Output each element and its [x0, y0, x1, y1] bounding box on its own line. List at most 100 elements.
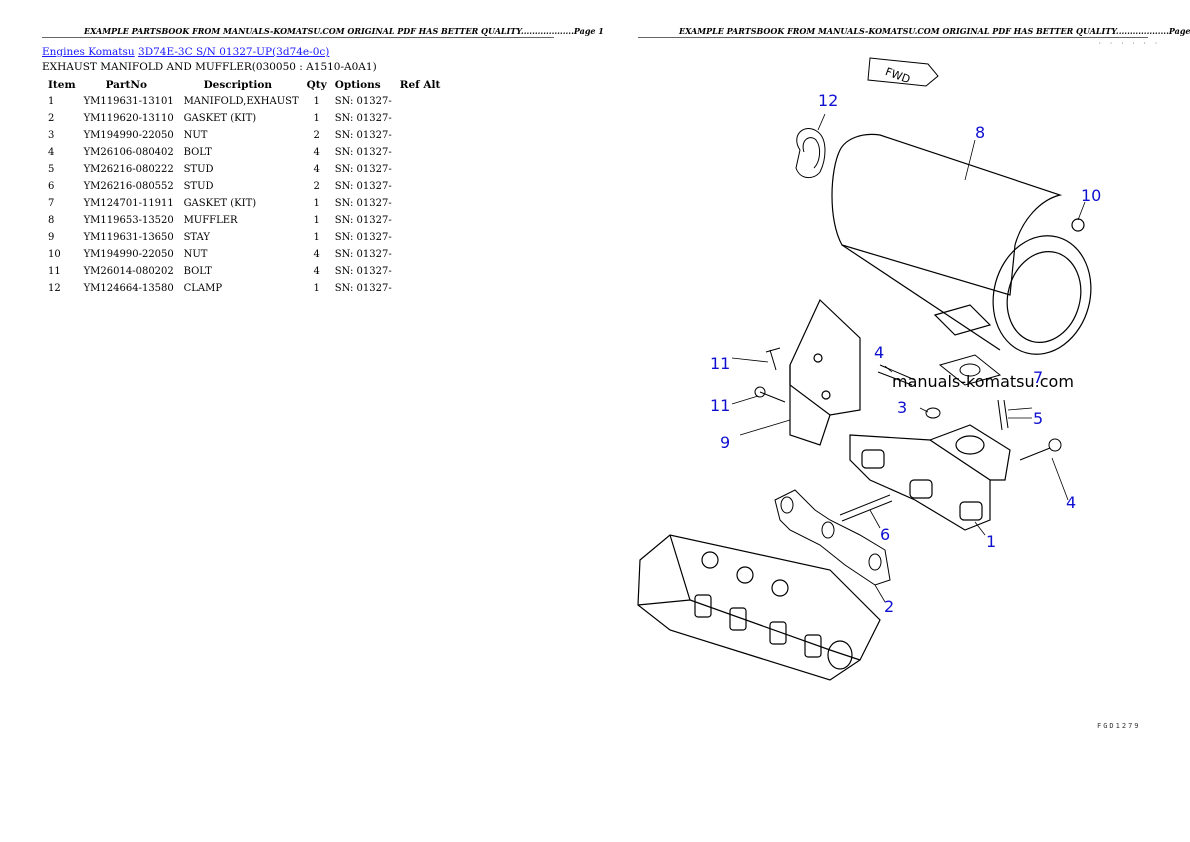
table-row: 1 YM119631-13101 MANIFOLD,EXHAUST 1 SN: 0132…	[44, 93, 444, 110]
breadcrumb: Engines Komatsu 3D74E-3C S/N 01327-UP(3d…	[42, 46, 329, 58]
col-refalt: Ref Alt	[399, 78, 441, 91]
page-code: FGD1279	[1097, 722, 1141, 730]
cell-partno: YM124701-11911	[83, 198, 174, 209]
leader-lines	[731, 113, 1086, 603]
col-partno: PartNo	[105, 78, 147, 91]
table-row: 10 YM194990-22050 NUT 4 SN: 01327-	[44, 246, 444, 263]
cell-description: STUD	[183, 181, 214, 192]
cell-options: SN: 01327-	[334, 181, 392, 192]
cell-options: SN: 01327-	[334, 266, 392, 277]
callout-5: 5	[1033, 409, 1043, 428]
fwd-arrow-icon: FWD	[867, 57, 939, 87]
cell-refalt	[396, 195, 445, 212]
cell-item: 2	[48, 113, 55, 124]
clamp-part	[795, 127, 826, 178]
cell-options: SN: 01327-	[334, 96, 392, 107]
stay-part	[789, 298, 861, 446]
cell-description: NUT	[183, 249, 208, 260]
cell-options: SN: 01327-	[334, 283, 392, 294]
cell-qty: 1	[313, 283, 320, 294]
cell-qty: 4	[313, 164, 320, 175]
cell-refalt	[396, 178, 445, 195]
page-header-2: EXAMPLE PARTSBOOK FROM MANUALS-KOMATSU.C…	[679, 26, 1190, 36]
header-divider-2	[638, 37, 1148, 38]
cell-item: 4	[48, 147, 55, 158]
table-row: 6 YM26216-080552 STUD 2 SN: 01327-	[44, 178, 444, 195]
cell-options: SN: 01327-	[334, 215, 392, 226]
cylinder-head-part	[637, 534, 881, 681]
exhaust-manifold-part	[849, 424, 1011, 531]
cell-refalt	[396, 212, 445, 229]
parts-table: Item PartNo Description Qty Options Ref …	[44, 76, 444, 297]
cell-options: SN: 01327-	[334, 249, 392, 260]
cell-partno: YM194990-22050	[83, 130, 174, 141]
cell-refalt	[396, 93, 445, 110]
callout-6: 6	[880, 525, 890, 544]
cell-item: 10	[48, 249, 61, 260]
callout-11b: 11	[710, 396, 730, 415]
cell-partno: YM26106-080402	[83, 147, 174, 158]
cell-options: SN: 01327-	[334, 147, 392, 158]
cell-item: 11	[48, 266, 61, 277]
callout-4b: 4	[1066, 493, 1076, 512]
cell-qty: 1	[313, 113, 320, 124]
exploded-parts-diagram: FWD	[637, 57, 1101, 681]
cell-partno: YM119631-13101	[83, 96, 174, 107]
cell-item: 5	[48, 164, 55, 175]
header-divider-1	[42, 37, 554, 38]
callout-7: 7	[1033, 368, 1043, 387]
callout-11a: 11	[710, 354, 730, 373]
cell-qty: 1	[313, 232, 320, 243]
cell-options: SN: 01327-	[334, 164, 392, 175]
cell-item: 7	[48, 198, 55, 209]
cell-description: STUD	[183, 164, 214, 175]
bolt-part	[754, 347, 786, 403]
callout-8: 8	[975, 123, 985, 142]
cell-options: SN: 01327-	[334, 130, 392, 141]
cell-description: GASKET (KIT)	[183, 198, 257, 209]
cell-item: 6	[48, 181, 55, 192]
cell-partno: YM119631-13650	[83, 232, 174, 243]
cell-qty: 4	[313, 266, 320, 277]
cell-partno: YM194990-22050	[83, 249, 174, 260]
cell-description: MANIFOLD,EXHAUST	[183, 96, 299, 107]
cell-refalt	[396, 229, 445, 246]
breadcrumb-link-model[interactable]: 3D74E-3C S/N 01327-UP(3d74e-0c)	[138, 46, 330, 58]
cell-description: STAY	[183, 232, 210, 243]
cell-item: 1	[48, 96, 55, 107]
cell-qty: 4	[313, 249, 320, 260]
table-row: 2 YM119620-13110 GASKET (KIT) 1 SN: 01327-	[44, 110, 444, 127]
cell-qty: 1	[313, 96, 320, 107]
cell-refalt	[396, 263, 445, 280]
callout-12: 12	[818, 91, 838, 110]
cell-partno: YM119653-13520	[83, 215, 174, 226]
cell-item: 3	[48, 130, 55, 141]
cell-partno: YM26014-080202	[83, 266, 174, 277]
cell-qty: 4	[313, 147, 320, 158]
watermark: manuals-komatsu.com	[892, 372, 1074, 391]
cell-options: SN: 01327-	[334, 198, 392, 209]
callouts: 12 8 10 11 4 7 11 3 5 9 4 6 1 2	[710, 91, 1101, 616]
cell-options: SN: 01327-	[334, 113, 392, 124]
cell-qty: 1	[313, 215, 320, 226]
cell-refalt	[396, 110, 445, 127]
breadcrumb-link-engines[interactable]: Engines Komatsu	[42, 46, 135, 58]
cell-description: GASKET (KIT)	[183, 113, 257, 124]
cell-partno: YM119620-13110	[83, 113, 174, 124]
top-code: · · · · · ·	[1098, 40, 1160, 47]
cell-refalt	[396, 144, 445, 161]
cell-refalt	[396, 127, 445, 144]
cell-description: BOLT	[183, 266, 212, 277]
cell-partno: YM26216-080552	[83, 181, 174, 192]
cell-qty: 2	[313, 181, 320, 192]
callout-9: 9	[720, 433, 730, 452]
muffler-part	[831, 133, 1092, 355]
cell-qty: 2	[313, 130, 320, 141]
page-title: EXHAUST MANIFOLD AND MUFFLER(030050 : A1…	[42, 61, 377, 73]
col-qty: Qty	[306, 78, 327, 91]
